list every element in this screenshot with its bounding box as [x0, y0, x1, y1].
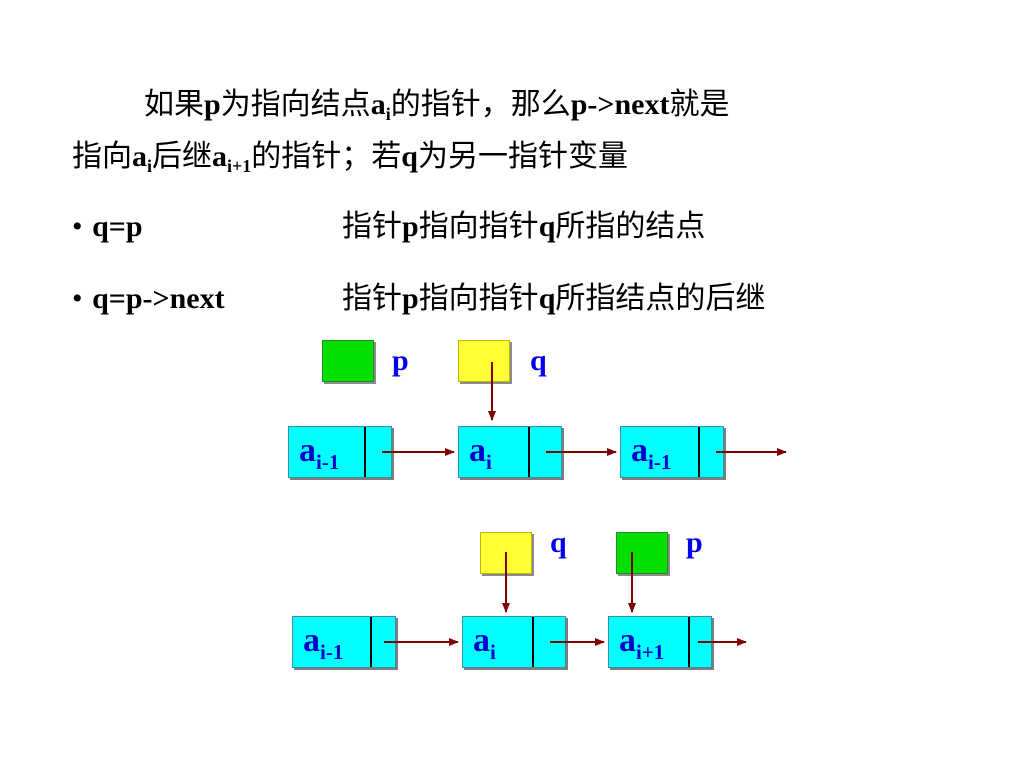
pointer-label-q: q — [550, 526, 567, 559]
bullet-marker: • — [72, 210, 83, 243]
pointer-label-q: q — [530, 344, 547, 377]
node-subscript: i — [486, 450, 492, 474]
desc-text: 指向指针 — [418, 209, 539, 244]
node-value: a — [299, 432, 316, 469]
desc-text: p — [402, 282, 419, 315]
desc-text: 所指的结点 — [555, 209, 706, 244]
bullet-desc-1: 指针p指向指针q所指的结点 — [342, 210, 705, 244]
intro-text: a — [132, 140, 147, 173]
node-subscript: i-1 — [320, 640, 344, 664]
node-subscript: i-1 — [648, 450, 672, 474]
desc-text: q — [538, 282, 556, 315]
node-divider — [364, 427, 366, 477]
intro-text: 如果 — [144, 87, 204, 122]
intro-text: a — [370, 88, 386, 121]
list-node: ai-1 — [288, 426, 392, 478]
node-divider — [698, 427, 700, 477]
list-node: ai-1 — [620, 426, 724, 478]
intro-text: 为指向结点 — [220, 87, 371, 122]
intro-text: 指向 — [72, 139, 132, 174]
bullet-code: q=p->next — [92, 282, 225, 315]
desc-text: 指针 — [342, 209, 402, 244]
list-node: ai — [458, 426, 562, 478]
intro-text: a — [212, 140, 228, 173]
pointer-box-p — [616, 532, 668, 574]
intro-text: q — [401, 140, 418, 173]
intro-text: p — [204, 88, 221, 121]
node-value: a — [473, 622, 490, 659]
pointer-box-q — [458, 340, 510, 382]
bullet-item-1: • q=p — [72, 210, 143, 244]
intro-text: 的指针；若 — [251, 139, 402, 174]
pointer-label-p: p — [392, 344, 409, 377]
bullet-item-2: • q=p->next — [72, 282, 225, 316]
node-value: a — [303, 622, 320, 659]
node-subscript: i — [490, 640, 496, 664]
node-value: a — [469, 432, 486, 469]
bullet-desc-2: 指针p指向指针q所指结点的后继 — [342, 282, 765, 316]
desc-text: 指向指针 — [418, 281, 539, 316]
desc-text: 所指结点的后继 — [555, 281, 766, 316]
node-divider — [532, 617, 534, 667]
node-divider — [528, 427, 530, 477]
node-value: a — [619, 622, 636, 659]
desc-text: q — [538, 210, 556, 243]
list-node: ai+1 — [608, 616, 712, 668]
intro-subscript: i — [385, 104, 391, 124]
node-divider — [688, 617, 690, 667]
intro-text: 为另一指针变量 — [417, 139, 628, 174]
node-subscript: i-1 — [316, 450, 340, 474]
node-divider — [370, 617, 372, 667]
node-value: a — [631, 432, 648, 469]
node-subscript: i+1 — [636, 640, 665, 664]
list-node: ai — [462, 616, 566, 668]
pointer-label-p: p — [686, 526, 703, 559]
pointer-box-p — [322, 340, 374, 382]
intro-code: p->next — [570, 88, 670, 121]
bullet-code: q=p — [92, 210, 143, 243]
desc-text: 指针 — [342, 281, 402, 316]
intro-subscript: i+1 — [227, 156, 252, 176]
intro-line-1: 如果p为指向结点ai的指针，那么p->next就是 — [144, 88, 729, 131]
desc-text: p — [402, 210, 419, 243]
bullet-marker: • — [72, 282, 83, 315]
intro-text: 就是 — [669, 87, 730, 122]
intro-text: 后继 — [152, 139, 213, 174]
intro-text: 的指针，那么 — [390, 87, 571, 122]
intro-line-2: 指向ai后继ai+1的指针；若q为另一指针变量 — [72, 140, 628, 183]
intro-subscript: i — [147, 156, 153, 176]
